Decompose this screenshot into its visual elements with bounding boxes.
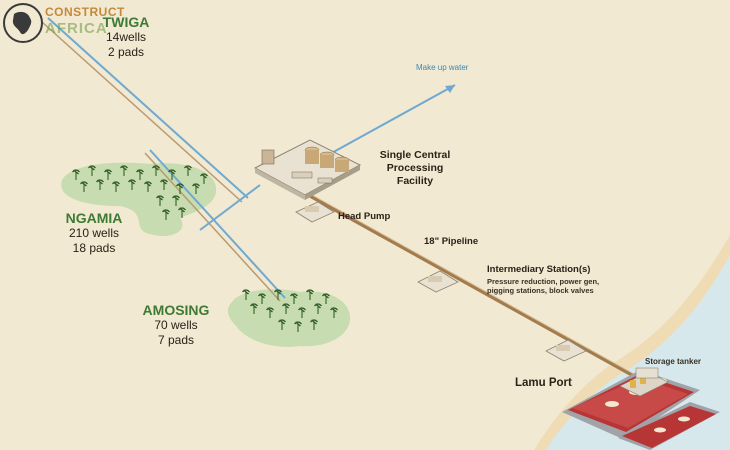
palm-tree-icon: [250, 303, 258, 314]
palm-tree-icon: [310, 319, 318, 330]
amosing-gathering-line-oil: [144, 152, 281, 302]
central-processing-facility: [253, 139, 362, 200]
palm-tree-icon: [294, 321, 302, 332]
palm-tree-icon: [136, 169, 144, 180]
intermediary-sub2: pigging stations, block valves: [487, 286, 594, 295]
twiga-label: TWIGA 14wells 2 pads: [88, 14, 164, 60]
palm-tree-icon: [322, 293, 330, 304]
main-pipeline-highlight: [284, 179, 651, 384]
palm-tree-icon: [162, 209, 170, 220]
palm-tree-icon: [306, 289, 314, 300]
palm-tree-icon: [112, 181, 120, 192]
palm-tree-icon: [120, 165, 128, 176]
storage-tanker-ship: [562, 370, 700, 440]
gathering-line-water: [47, 17, 249, 199]
facility-line2: Processing: [386, 162, 444, 174]
gathering-line-oil: [41, 21, 243, 203]
palm-tree-icon: [330, 307, 338, 318]
twiga-name: TWIGA: [102, 14, 150, 30]
palm-tree-icon: [104, 169, 112, 180]
palm-tree-icon: [88, 165, 96, 176]
amosing-wells: 70 wells: [154, 318, 198, 332]
palm-tree-icon: [200, 173, 208, 184]
storage-tanker-building: [635, 367, 659, 379]
facility-line1: Single Central: [379, 149, 451, 161]
twiga-wells: 14wells: [105, 30, 147, 44]
palm-tree-icon: [160, 179, 168, 190]
ngamia-name: NGAMIA: [65, 210, 123, 226]
palm-tree-icon: [72, 169, 80, 180]
logo-line1: CONSTRUCT: [45, 5, 125, 19]
ngamia-pads: 18 pads: [72, 241, 116, 255]
intermediary-station: [417, 270, 459, 293]
palm-tree-icon: [96, 179, 104, 190]
ngamia-to-cpf-line: [199, 184, 261, 231]
palm-tree-icon: [128, 179, 136, 190]
amosing-label: AMOSING 70 wells 7 pads: [131, 302, 221, 348]
make-up-water-label: Make up water: [416, 63, 469, 72]
palm-tree-icon: [314, 303, 322, 314]
palm-tree-icon: [298, 307, 306, 318]
palm-tree-icon: [172, 195, 180, 206]
construct-africa-logo: [3, 3, 43, 43]
palm-tree-icon: [282, 303, 290, 314]
storage-tanker-label: Storage tanker: [645, 357, 702, 366]
second-tanker-ship: [618, 402, 720, 450]
ngamia-label: NGAMIA 210 wells 18 pads: [54, 210, 134, 256]
intermediary-sub1: Pressure reduction, power gen,: [487, 277, 600, 286]
twiga-pads: 2 pads: [107, 45, 145, 59]
palm-tree-icon: [192, 183, 200, 194]
palm-tree-icon: [290, 293, 298, 304]
palm-tree-icon: [274, 289, 282, 300]
amosing-name: AMOSING: [142, 302, 210, 318]
amosing-field-area: [227, 289, 351, 347]
head-pump-station: [295, 201, 335, 223]
palm-tree-icon: [144, 181, 152, 192]
main-pipeline: [284, 180, 651, 387]
palm-tree-icon: [278, 319, 286, 330]
palm-tree-icon: [152, 165, 160, 176]
palm-tree-icon: [176, 183, 184, 194]
palm-tree-icon: [258, 293, 266, 304]
palm-tree-icon: [242, 289, 250, 300]
intermediary-station-label: Intermediary Station(s): [487, 264, 591, 275]
palm-tree-icon: [80, 181, 88, 192]
coastline-sand: [534, 235, 730, 450]
logo-line2: AFRICA: [45, 20, 108, 37]
palm-tree-icon: [184, 165, 192, 176]
palm-tree-icon: [266, 307, 274, 318]
amosing-pads: 7 pads: [157, 333, 195, 347]
palm-tree-icon: [168, 169, 176, 180]
head-pump-label: Head Pump: [338, 211, 391, 222]
facility-line3: Facility: [396, 175, 434, 187]
palm-tree-icon: [178, 207, 186, 218]
facility-label: Single Central Processing Facility: [368, 149, 462, 188]
port-station: [545, 339, 587, 362]
water-arrow: [445, 85, 455, 93]
palm-tree-icon: [156, 195, 164, 206]
lamu-port-label: Lamu Port: [515, 377, 572, 389]
ngamia-wells: 210 wells: [68, 226, 120, 240]
pipeline-label: 18" Pipeline: [424, 236, 479, 247]
